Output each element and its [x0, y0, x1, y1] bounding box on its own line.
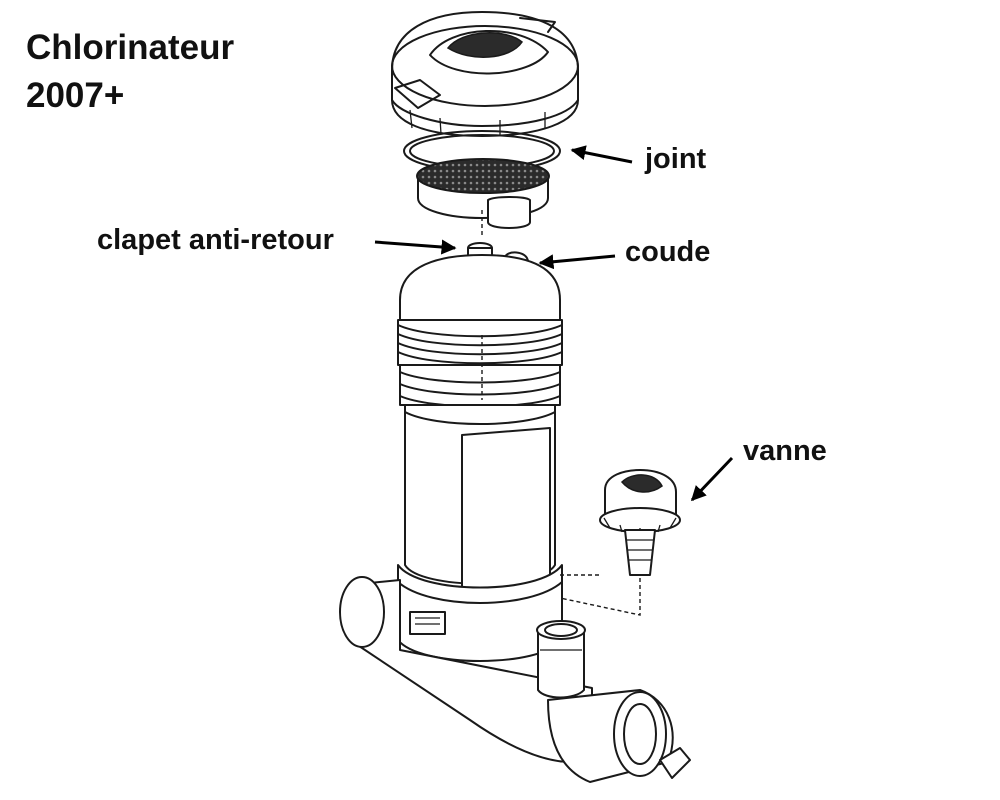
- arrow-coude: [538, 254, 616, 270]
- valve: [559, 469, 681, 616]
- callout-coude: coude: [625, 236, 711, 268]
- arrow-joint: [570, 145, 633, 164]
- title-line-1: Chlorinateur: [26, 28, 235, 67]
- callout-joint: joint: [645, 143, 707, 175]
- lid: [391, 11, 579, 137]
- filter-basket: [416, 158, 550, 235]
- title-line-2: 2007+: [26, 76, 125, 115]
- canister: [397, 254, 563, 662]
- pipe: [339, 576, 691, 783]
- arrow-clapet: [374, 239, 457, 255]
- arrow-vanne: [690, 456, 734, 502]
- outlet-fitting: [536, 620, 586, 699]
- callout-vanne: vanne: [743, 435, 827, 467]
- callout-clapet-anti-retour: clapet anti-retour: [97, 224, 334, 256]
